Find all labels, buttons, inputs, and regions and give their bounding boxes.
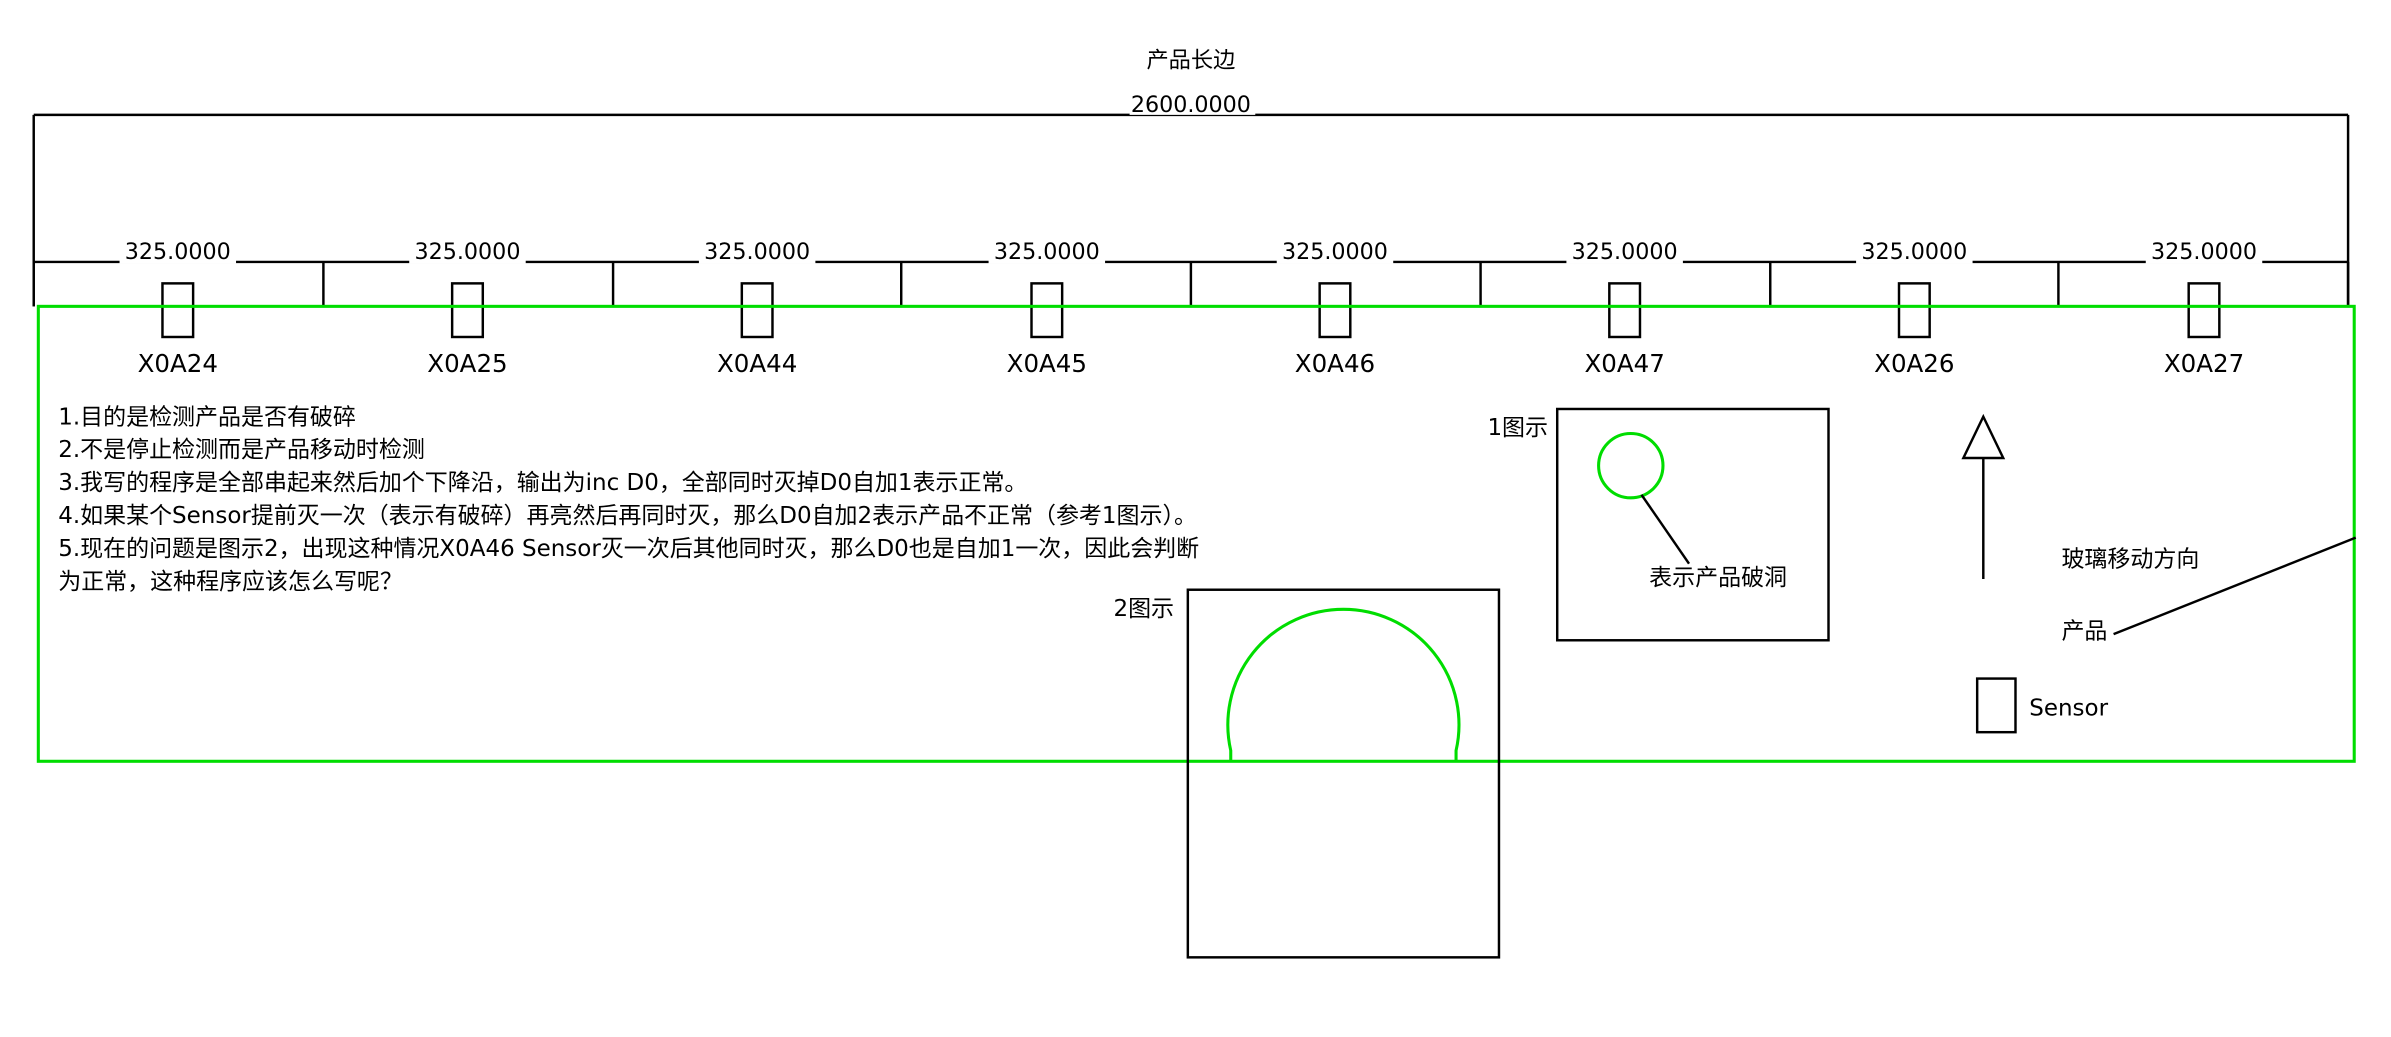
figure1-box — [1555, 407, 1830, 642]
dim-mask — [1276, 240, 1394, 264]
sensor-square — [2187, 282, 2221, 339]
dimension-segment-label: 325.0000 — [994, 239, 1100, 265]
move-direction-label: 玻璃移动方向 — [2061, 547, 2199, 573]
sensor-label: X0A24 — [138, 349, 218, 378]
hole-circle — [1597, 431, 1665, 500]
arrow-head-icon — [1961, 413, 2006, 460]
figure1-group: 1图示 表示产品破洞 — [1487, 407, 1830, 642]
glass-product-outline — [36, 304, 2356, 763]
dim-mask — [698, 240, 816, 264]
product-leader-line — [2113, 536, 2357, 636]
sensor-group: X0A24 — [138, 282, 218, 378]
product-pointer-group: 产品 — [2061, 536, 2357, 645]
dimension-segment-label: 325.0000 — [1572, 239, 1678, 265]
note-line: 3.我写的程序是全部串起来然后加个下降沿，输出为inc D0，全部同时灭掉D0自… — [58, 470, 1027, 496]
sensor-group: X0A45 — [1007, 282, 1087, 378]
sensor-square — [1608, 282, 1642, 339]
edge-break-dome — [1226, 607, 1461, 762]
sensor-group: X0A27 — [2164, 282, 2244, 378]
sensor-group: X0A47 — [1584, 282, 1665, 378]
notes-block: 1.目的是检测产品是否有破碎 2.不是停止检测而是产品移动时检测 3.我写的程序… — [58, 404, 1199, 595]
dimension-segment-label: 325.0000 — [125, 239, 231, 265]
sensor-square — [1318, 282, 1352, 339]
sensor-label: X0A25 — [427, 349, 507, 378]
note-line: 为正常，这种程序应该怎么写呢？ — [58, 569, 403, 595]
figure2-group: 2图示 — [1113, 588, 1501, 959]
sensor-group: X0A44 — [717, 282, 797, 378]
note-line: 4.如果某个Sensor提前灭一次（表示有破碎）再亮然后再同时灭，那么D0自加2… — [58, 503, 1197, 529]
dimension-segment-label: 325.0000 — [1861, 239, 1967, 265]
dimension-segment-label: 325.0000 — [414, 239, 520, 265]
sensor-legend-group: Sensor — [1975, 677, 2109, 734]
note-line: 1.目的是检测产品是否有破碎 — [58, 404, 356, 430]
dim-mask — [2145, 240, 2263, 264]
product-label: 产品 — [2061, 619, 2107, 645]
sensor-label: X0A44 — [717, 349, 797, 378]
sensor-legend-label: Sensor — [2029, 695, 2108, 721]
figure2-label: 2图示 — [1113, 596, 1174, 622]
note-line: 5.现在的问题是图示2，出现这种情况X0A46 Sensor灭一次后其他同时灭，… — [58, 536, 1199, 562]
dimension-segment-label: 325.0000 — [704, 239, 810, 265]
sensor-legend-square — [1975, 677, 2017, 734]
dimension-segment-label: 325.0000 — [2151, 239, 2257, 265]
dim-mask — [1566, 240, 1683, 264]
sensor-group: X0A25 — [427, 282, 508, 378]
dim-mask — [119, 240, 237, 264]
sensor-label: X0A26 — [1874, 349, 1954, 378]
sensor-label: X0A47 — [1584, 349, 1664, 378]
product-long-edge-label: 产品长边 — [1146, 47, 1235, 73]
dim-mask — [1856, 240, 1973, 264]
dimension-segment-label: 325.0000 — [1282, 239, 1388, 265]
figure1-annotation: 表示产品破洞 — [1649, 565, 1787, 591]
sensor-square — [1030, 282, 1064, 339]
direction-arrow-group: 玻璃移动方向 — [1961, 413, 2199, 580]
hole-leader-line — [1640, 494, 1691, 565]
sensor-group: X0A26 — [1874, 282, 1955, 378]
dim-mask — [409, 240, 526, 264]
sensor-square — [740, 282, 774, 339]
figure2-box — [1186, 588, 1501, 959]
dim-mask — [988, 240, 1106, 264]
sensor-square — [1897, 282, 1931, 339]
sensor-group: X0A46 — [1295, 282, 1375, 378]
sensor-square — [450, 282, 485, 339]
total-width-mask — [1129, 90, 1256, 115]
note-line: 2.不是停止检测而是产品移动时检测 — [58, 437, 425, 463]
sensor-square — [161, 282, 195, 339]
figure1-label: 1图示 — [1487, 415, 1548, 441]
sensor-label: X0A27 — [2164, 349, 2244, 378]
sensor-label: X0A46 — [1295, 349, 1375, 378]
sensor-label: X0A45 — [1007, 349, 1087, 378]
total-width-dimension: 2600.0000 — [1131, 92, 1251, 118]
